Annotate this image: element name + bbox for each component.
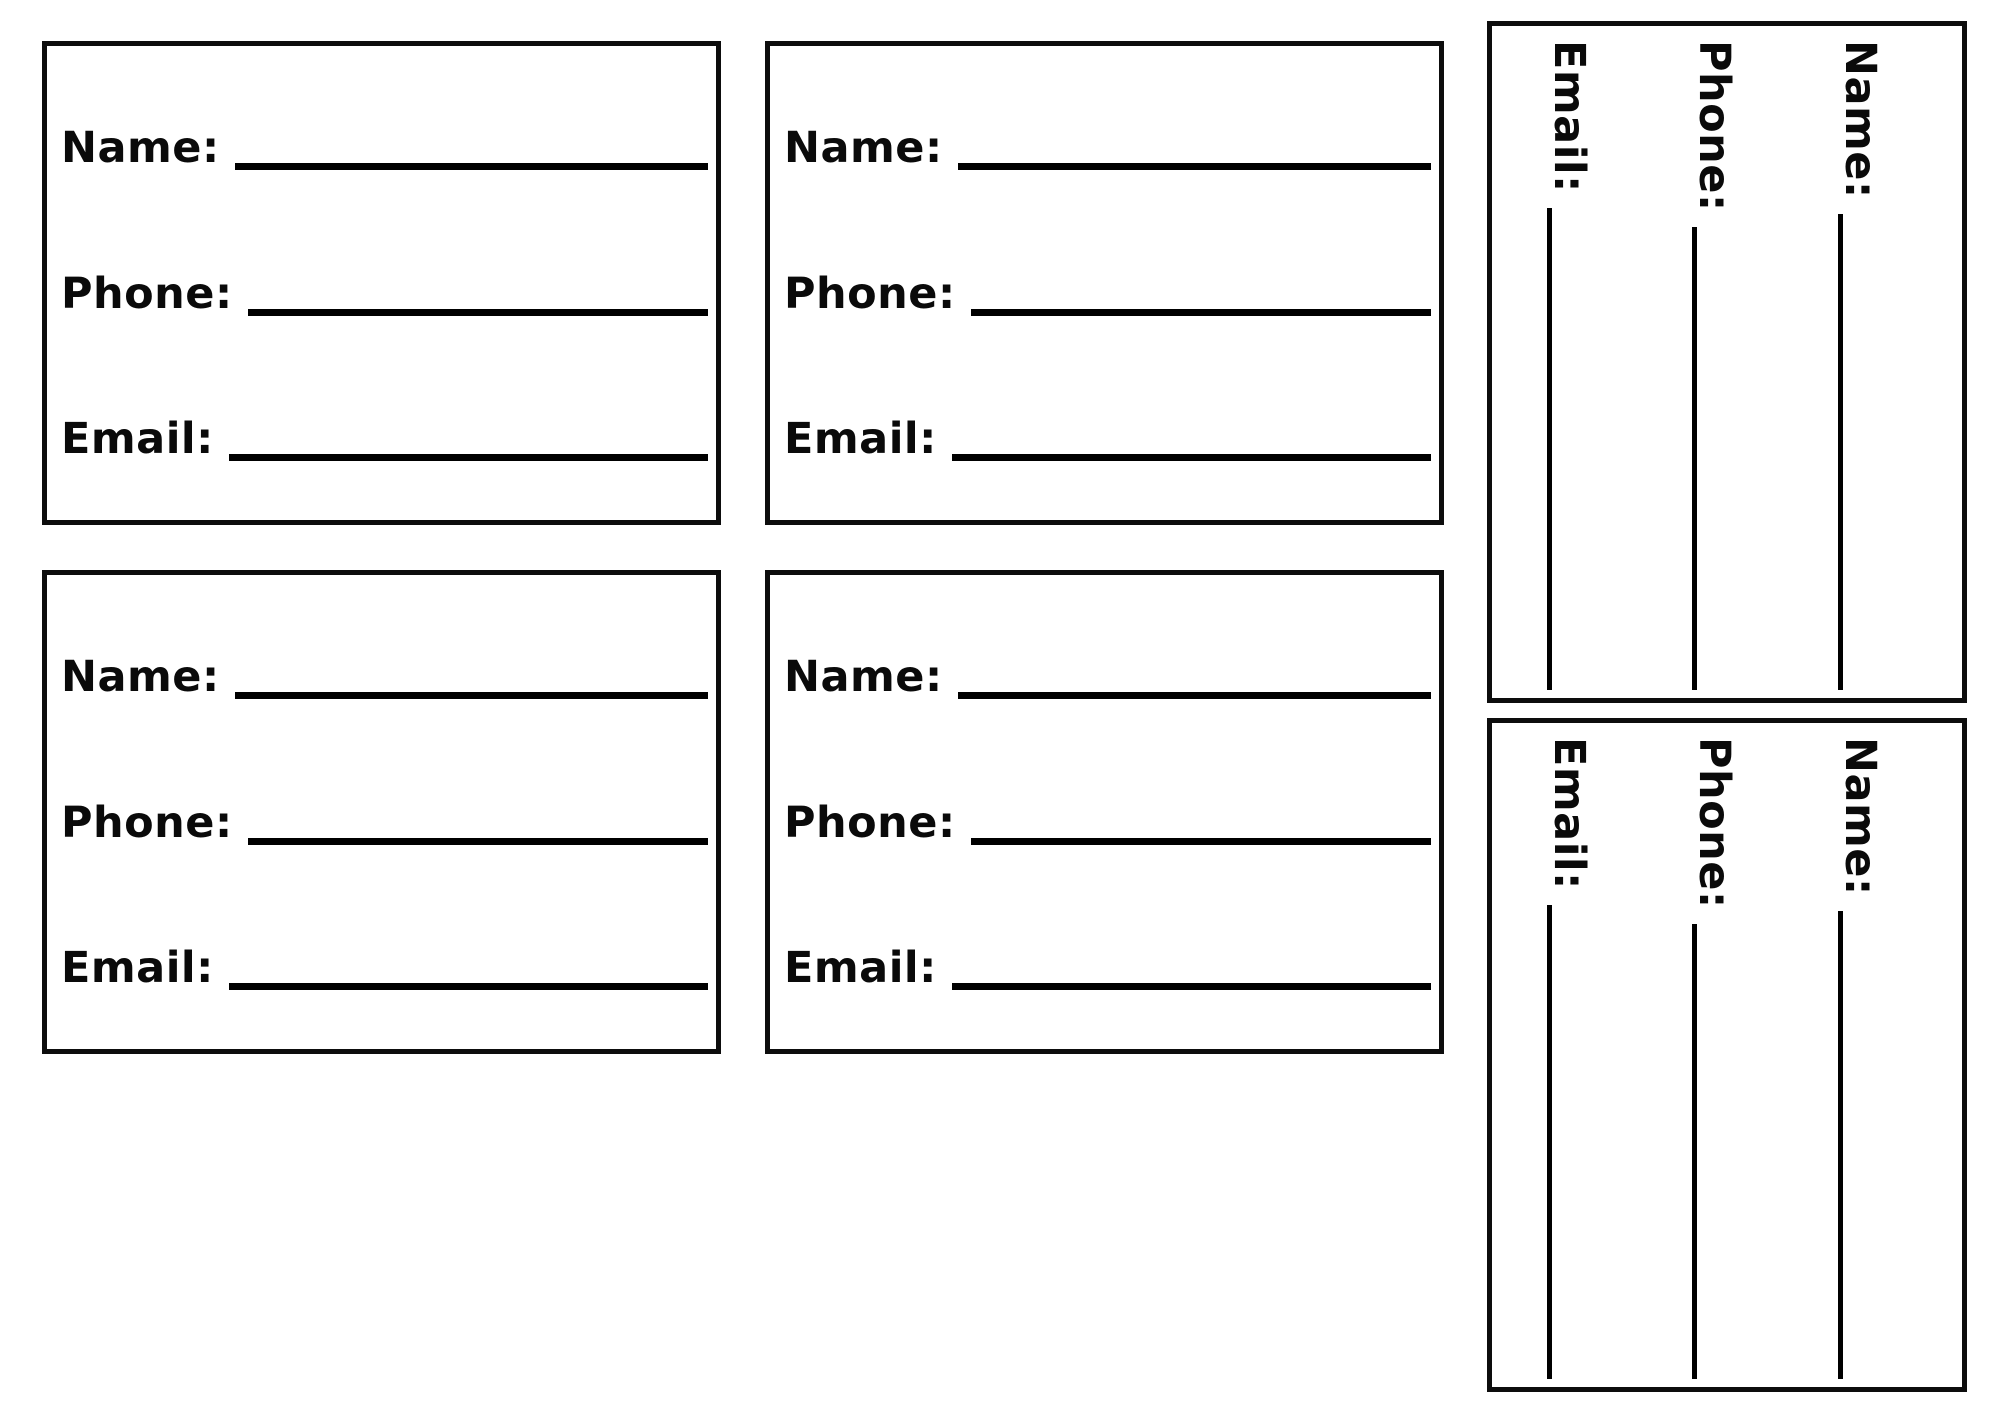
email-label: Email: xyxy=(1544,40,1594,193)
email-label: Email: xyxy=(61,414,214,464)
phone-field-row: Phone: xyxy=(61,801,708,845)
email-label: Email: xyxy=(1544,737,1594,890)
phone-field-row: Phone: xyxy=(61,272,708,316)
contact-card-5-rotated: Name: Phone: Email: xyxy=(1487,21,1968,703)
phone-field-row: Phone: xyxy=(784,801,1431,845)
contact-card-1: Name: Phone: Email: xyxy=(42,41,721,525)
phone-label: Phone: xyxy=(784,269,956,319)
phone-blank-line[interactable] xyxy=(970,272,1431,316)
name-blank-line[interactable] xyxy=(957,655,1431,699)
email-blank-line[interactable] xyxy=(228,417,708,461)
contact-card-2: Name: Phone: Email: xyxy=(765,41,1444,525)
contact-card-5: Name: Phone: Email: xyxy=(1487,21,1967,703)
email-field-row: Email: xyxy=(1544,40,1594,690)
email-blank-line[interactable] xyxy=(1547,904,1591,1379)
contact-card-6-rotated: Name: Phone: Email: xyxy=(1487,718,1968,1392)
phone-label: Phone: xyxy=(1689,40,1739,212)
phone-field-row: Phone: xyxy=(784,272,1431,316)
email-blank-line[interactable] xyxy=(951,417,1431,461)
name-blank-line[interactable] xyxy=(234,655,708,699)
email-field-row: Email: xyxy=(61,946,708,990)
contact-card-3: Name: Phone: Email: xyxy=(42,570,721,1054)
phone-label: Phone: xyxy=(61,798,233,848)
phone-label: Phone: xyxy=(784,798,956,848)
email-label: Email: xyxy=(61,943,214,993)
email-field-row: Email: xyxy=(784,946,1431,990)
email-blank-line[interactable] xyxy=(951,946,1431,990)
email-blank-line[interactable] xyxy=(228,946,708,990)
phone-blank-line[interactable] xyxy=(970,801,1431,845)
phone-label: Phone: xyxy=(1689,737,1739,909)
email-label: Email: xyxy=(784,943,937,993)
phone-field-row: Phone: xyxy=(1689,40,1739,690)
email-field-row: Email: xyxy=(1544,737,1594,1379)
name-label: Name: xyxy=(784,652,943,702)
email-field-row: Email: xyxy=(784,417,1431,461)
name-blank-line[interactable] xyxy=(1838,213,1882,690)
name-blank-line[interactable] xyxy=(234,126,708,170)
email-label: Email: xyxy=(784,414,937,464)
name-label: Name: xyxy=(784,123,943,173)
contact-card-6: Name: Phone: Email: xyxy=(1487,718,1967,1392)
name-label: Name: xyxy=(1835,737,1885,896)
phone-blank-line[interactable] xyxy=(1692,226,1736,690)
phone-blank-line[interactable] xyxy=(247,801,708,845)
name-field-row: Name: xyxy=(784,126,1431,170)
name-label: Name: xyxy=(1835,40,1885,199)
name-field-row: Name: xyxy=(1835,40,1885,690)
phone-label: Phone: xyxy=(61,269,233,319)
phone-blank-line[interactable] xyxy=(1692,923,1736,1379)
phone-field-row: Phone: xyxy=(1689,737,1739,1379)
name-field-row: Name: xyxy=(61,126,708,170)
contact-card-4: Name: Phone: Email: xyxy=(765,570,1444,1054)
name-field-row: Name: xyxy=(784,655,1431,699)
phone-blank-line[interactable] xyxy=(247,272,708,316)
name-field-row: Name: xyxy=(61,655,708,699)
email-field-row: Email: xyxy=(61,417,708,461)
name-label: Name: xyxy=(61,652,220,702)
email-blank-line[interactable] xyxy=(1547,207,1591,690)
name-label: Name: xyxy=(61,123,220,173)
name-blank-line[interactable] xyxy=(1838,910,1882,1379)
name-blank-line[interactable] xyxy=(957,126,1431,170)
name-field-row: Name: xyxy=(1835,737,1885,1379)
